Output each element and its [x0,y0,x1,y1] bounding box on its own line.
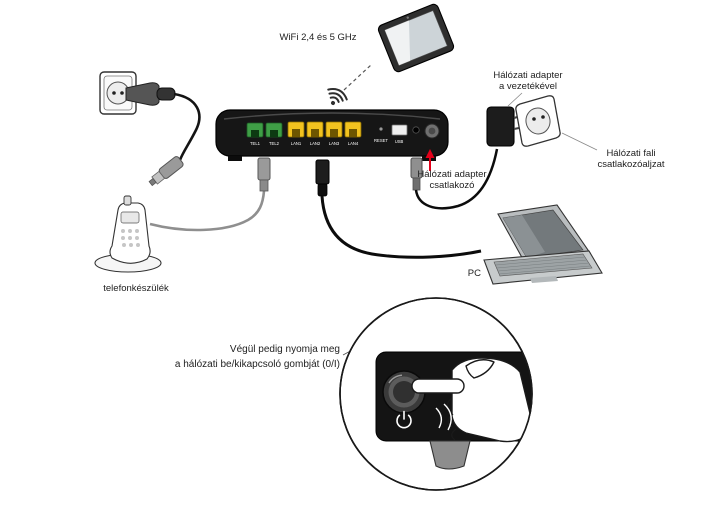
power-cable [414,148,499,210]
port-label-tel2: TEL2 [269,141,280,146]
phone-plug-connector [257,157,271,192]
laptop-keyboard [495,256,591,275]
laptop-touchpad [530,276,558,283]
inset-device-stand [429,440,471,470]
power-button-inset [339,297,533,491]
tablet-camera-icon [406,16,409,19]
socket-leader-line [561,132,598,151]
tel-ports [246,122,283,138]
power-jack-arrow [425,149,435,171]
port-label-lan2: LAN2 [310,141,321,146]
adapter-label-line1: Hálózati adapter [493,70,562,81]
power-symbol-icon [396,410,412,429]
usb-port [391,124,408,136]
wall-socket-right [515,95,561,147]
hand-icon [411,357,532,443]
phone-label: telefonkészülék [103,283,169,294]
cordless-phone [94,195,162,273]
pc-label: PC [468,268,481,279]
lan-ports [287,121,362,138]
wall-socket-label-line2: csatlakozóaljzat [597,159,664,170]
press-mark [443,403,452,431]
port-label-lan1: LAN1 [291,141,302,146]
adapter-leader-line [507,92,523,107]
wall-cable [173,92,201,161]
instruction-line1: Végül pedig nyomja meg [230,344,340,355]
phone-cable [149,190,266,232]
power-plug-icon [125,82,176,106]
wifi-label: WiFi 2,4 és 5 GHz [279,32,356,43]
usb-label: USB [395,139,404,144]
wifi-dashed-line [343,63,373,91]
adapter-label-line2: a vezetékével [499,81,557,92]
router-foot [228,156,242,161]
dsl-connector [148,156,184,187]
port-label-lan3: LAN3 [329,141,340,146]
wall-socket-label-line1: Hálózati fali [606,148,655,159]
router-power-button-center [428,127,436,135]
port-label-tel1: TEL1 [250,141,261,146]
press-mark [435,407,443,429]
ethernet-cable [320,195,482,259]
adapter-connector-label-line2: csatlakozó [430,180,475,191]
ethernet-connector [315,159,330,197]
dc-jack [412,126,420,134]
phone-keypad [121,229,140,247]
tablet [377,3,455,73]
adapter-connector-label-line1: Hálózati adapter [417,169,486,180]
router: TEL1 TEL2 LAN1 LAN2 LAN3 LAN4 RESET USB [215,109,449,161]
wifi-icon [327,88,348,105]
instruction-line2: a hálózati be/kikapcsoló gombját (0/I) [175,359,340,370]
port-label-lan4: LAN4 [348,141,359,146]
reset-pinhole [379,127,383,131]
laptop [483,204,603,285]
reset-label: RESET [374,138,388,143]
